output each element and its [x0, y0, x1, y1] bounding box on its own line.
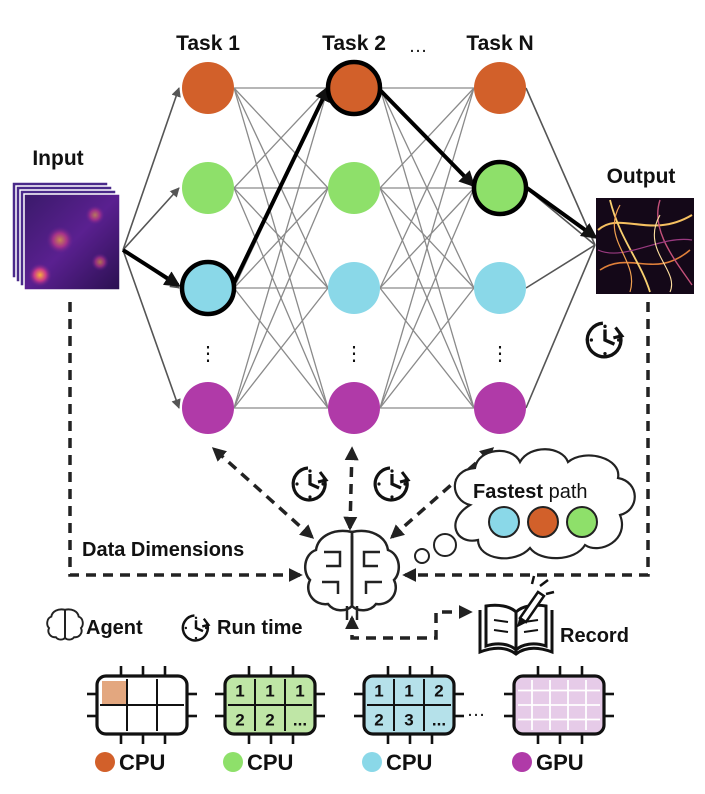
- agent-legend-icon: [46, 608, 84, 641]
- task1-label: Task 1: [176, 32, 240, 55]
- output-image: [596, 198, 694, 294]
- chip-1-color-dot: [95, 752, 115, 772]
- input-edge-0: [122, 87, 181, 251]
- agent-brain-icon: [303, 529, 401, 620]
- output-runtime-clock-icon: [585, 321, 625, 359]
- taskN-label: Task N: [466, 32, 533, 55]
- chip-3: 1 1 2 2 3... CPU: [354, 666, 464, 775]
- chip-2-cell-1: 1: [265, 682, 274, 701]
- data-dimensions-label: Data Dimensions: [82, 539, 244, 561]
- node-task3-orange: [474, 62, 526, 114]
- edge-1-3-1: [379, 187, 475, 409]
- task-nodes: [179, 59, 529, 434]
- path-edge-task2-to-taskN: [376, 86, 476, 188]
- edge-1-3-0: [379, 87, 475, 409]
- record-label: Record: [560, 625, 629, 647]
- agent-to-task1-arrow: [211, 447, 315, 539]
- column2-dots: ⋮: [344, 343, 364, 365]
- edge-0-2-1: [233, 187, 329, 289]
- node-task1-green: [182, 162, 234, 214]
- chip-3-cell-2: 2: [434, 682, 443, 701]
- chip-3-label: CPU: [386, 750, 432, 775]
- tasks-ellipsis: …: [409, 36, 428, 57]
- agent-legend-label: Agent: [86, 617, 143, 639]
- input-edge-3: [122, 249, 181, 409]
- output-edge-2: [525, 244, 596, 289]
- path-edge-input-to-task1: [121, 248, 181, 287]
- edge-0-1-0: [233, 87, 329, 189]
- output-label: Output: [607, 165, 676, 188]
- chip-2-color-dot: [223, 752, 243, 772]
- edge-1-2-1: [379, 187, 475, 289]
- output-edge-0: [525, 87, 596, 246]
- fastest-path-cyan-node: [488, 506, 520, 538]
- chip-2-cell-4: 2: [265, 711, 274, 730]
- clock-icons: [181, 321, 625, 642]
- node-task3-green: [471, 159, 529, 217]
- fastest-bold: Fastest: [473, 481, 543, 503]
- column1-dots: ⋮: [198, 343, 218, 365]
- edge-0-3-0: [233, 87, 329, 409]
- chip-2-cell-3: 2: [235, 711, 244, 730]
- dashed-arrows: [68, 302, 650, 640]
- fastest-path-word: path: [543, 481, 587, 503]
- edge-1-3-2: [379, 287, 475, 409]
- thought-cloud: [414, 448, 636, 564]
- input-to-agent-arrow: [68, 302, 303, 582]
- edge-1-2-0: [379, 87, 475, 289]
- chip-3-cell-1: 1: [404, 682, 413, 701]
- runtime-legend-icon: [181, 614, 211, 642]
- output-to-agent-arrow: [402, 302, 650, 582]
- node-task1-purple: [182, 382, 234, 434]
- node-task2-cyan: [328, 262, 380, 314]
- chip-1-label: CPU: [119, 750, 165, 775]
- hardware-chips: CPU 1 1 1 2 2... CPU 1 1 2 2 3... CPU GPU: [87, 666, 614, 775]
- node-task2-green: [328, 162, 380, 214]
- edge-0-3-1: [233, 187, 329, 409]
- task2-label: Task 2: [322, 32, 386, 55]
- fastest-label: Fastest path: [473, 481, 588, 503]
- edge-0-3-2: [233, 287, 329, 409]
- fastest-path-green-node: [566, 506, 598, 538]
- chip-2-cell-2: 1: [295, 682, 304, 701]
- chip-4: GPU: [504, 666, 614, 775]
- path-edge-taskN-to-output: [525, 186, 598, 239]
- column3-dots: ⋮: [490, 343, 510, 365]
- output-edge-3: [525, 244, 596, 409]
- chip-4-color-dot: [512, 752, 532, 772]
- agent-to-task2-arrow: [343, 446, 359, 531]
- node-task1-orange: [182, 62, 234, 114]
- runtime-clock-icon-2: [373, 466, 411, 502]
- agent-to-record-arrow: [345, 605, 473, 640]
- fastest-path-edges: [121, 85, 598, 287]
- chip-3-color-dot: [362, 752, 382, 772]
- chip-2-cell-5: ...: [293, 711, 307, 730]
- chip-3-cell-3: 2: [374, 711, 383, 730]
- input-edge-1: [122, 187, 180, 251]
- node-task1-cyan: [179, 259, 237, 317]
- chip-2-label: CPU: [247, 750, 293, 775]
- fastest-path-orange-node: [527, 506, 559, 538]
- chip-2: 1 1 1 2 2... CPU: [215, 666, 325, 775]
- chips-ellipsis: …: [467, 700, 486, 721]
- chip-4-label: GPU: [536, 750, 584, 775]
- node-task3-purple: [474, 382, 526, 434]
- chip-3-cell-4: 3: [404, 711, 413, 730]
- input-image-stack: [11, 181, 121, 291]
- chip-1: CPU: [87, 666, 197, 775]
- input-label: Input: [32, 147, 83, 170]
- chip-3-cell-5: ...: [432, 711, 446, 730]
- runtime-clock-icon-1: [291, 466, 329, 502]
- node-task3-cyan: [474, 262, 526, 314]
- chip-2-cell-0: 1: [235, 682, 244, 701]
- node-task2-purple: [328, 382, 380, 434]
- path-edge-task1-to-task2: [231, 85, 330, 286]
- node-task2-orange: [325, 59, 383, 117]
- runtime-legend-label: Run time: [217, 617, 303, 639]
- record-book-icon: [478, 575, 555, 656]
- chip-3-cell-0: 1: [374, 682, 383, 701]
